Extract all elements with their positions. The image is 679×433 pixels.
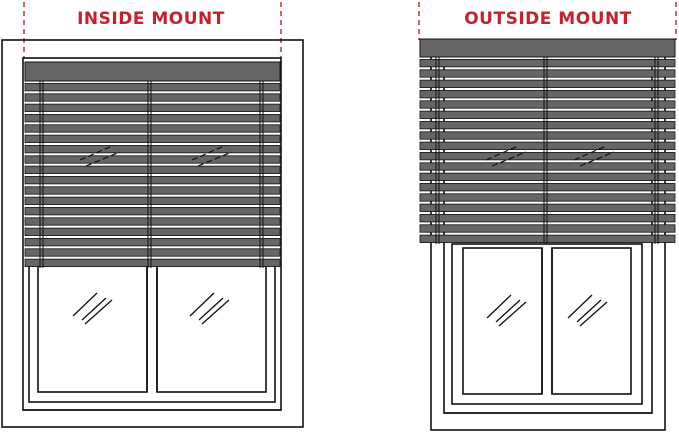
outside-blind-headrail <box>419 38 676 58</box>
inside-blind-slat <box>24 134 281 143</box>
inside-blind-slat <box>24 207 281 216</box>
inside-window-pane-right <box>156 265 267 393</box>
inside-blind-slat <box>24 83 281 92</box>
inside-blind-slat <box>24 258 281 267</box>
inside-blind-slat <box>24 124 281 133</box>
inside-blind-slat <box>24 93 281 102</box>
inside-blind-slat <box>24 165 281 174</box>
inside-blind-slat <box>24 227 281 236</box>
inside-blind-slat <box>24 186 281 195</box>
inside-window <box>1 39 304 428</box>
outside-window-pane-right <box>551 247 632 395</box>
outside-window-pane-left <box>462 247 543 395</box>
inside-blind-slat <box>24 217 281 226</box>
inside-blind-slat <box>24 155 281 164</box>
inside-mount-label: INSIDE MOUNT <box>77 9 225 29</box>
inside-blind-slat <box>24 196 281 205</box>
inside-blind-slat <box>24 238 281 247</box>
outside-blind-glass-marks <box>485 145 615 167</box>
outside-mount-label: OUTSIDE MOUNT <box>464 9 632 29</box>
inside-glass-reflection-icon <box>72 292 230 325</box>
inside-blind-headrail <box>24 61 281 82</box>
inside-blind <box>24 61 281 268</box>
inside-blind-ladders <box>39 81 264 268</box>
inside-blind-slat <box>24 145 281 154</box>
outside-blind-ladders <box>435 57 659 244</box>
outside-blind <box>419 38 676 244</box>
inside-blind-slat <box>24 114 281 123</box>
inside-window-outer-frame <box>1 39 304 428</box>
outside-window-sash <box>451 243 643 405</box>
inside-blind-slat <box>24 248 281 257</box>
outside-glass-reflection-icon <box>486 294 608 327</box>
outside-mount-panel: OUTSIDE MOUNT <box>418 2 677 431</box>
inside-blind-slat <box>24 176 281 185</box>
inside-window-pane-left <box>37 265 148 393</box>
inside-window-sash <box>28 261 276 403</box>
inside-blind-slats <box>24 83 281 267</box>
inside-blind-slat <box>24 103 281 112</box>
inside-mount-panel: INSIDE MOUNT <box>1 2 304 428</box>
inside-blind-glass-marks <box>79 145 233 167</box>
